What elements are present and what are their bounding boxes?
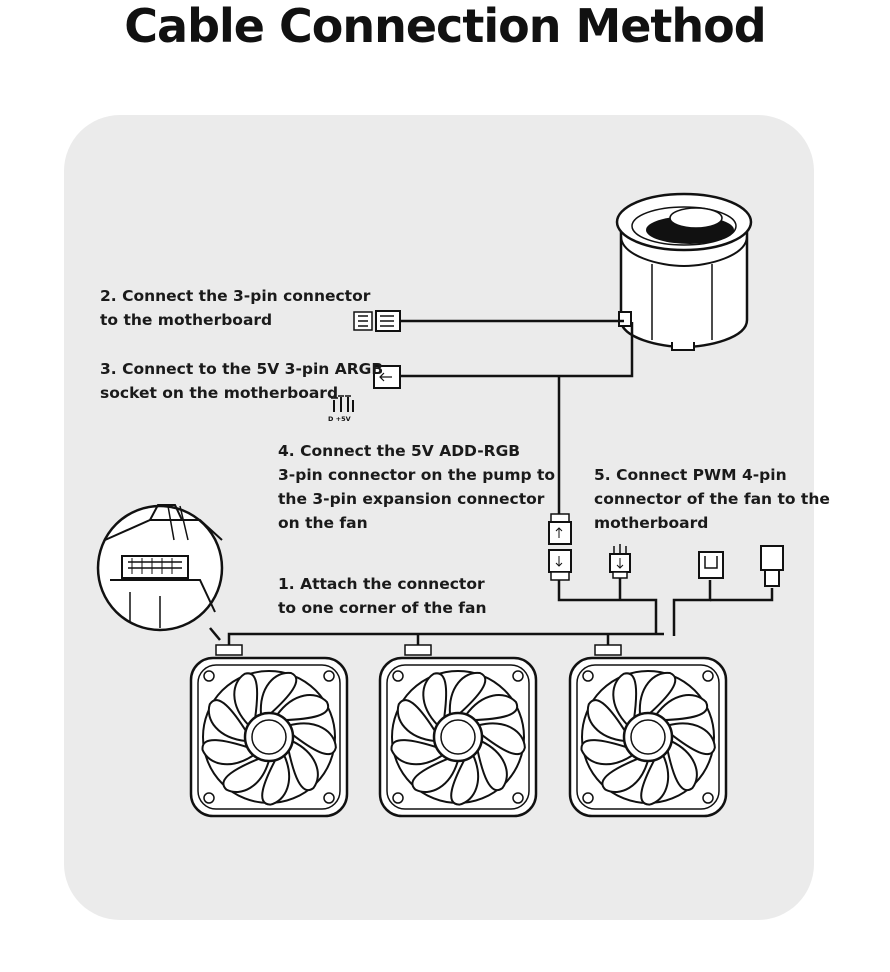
argb-connector-icon bbox=[331, 365, 401, 412]
connector-closeup-icon bbox=[96, 504, 224, 632]
fan-icon bbox=[570, 658, 726, 816]
pwm-connector-icon bbox=[698, 545, 784, 587]
step-2-label: 2. Connect the 3-pin connector to the mo… bbox=[100, 287, 371, 329]
page-title: Cable Connection Method bbox=[124, 0, 766, 53]
step-4-label: 4. Connect the 5V ADD-RGB 3-pin connecto… bbox=[278, 442, 556, 532]
fan-3-pin-connector-icon bbox=[609, 544, 631, 579]
add-rgb-connector-pair-icon bbox=[548, 513, 572, 581]
3-pin-connector-icon bbox=[353, 310, 401, 332]
step-3-label: 3. Connect to the 5V 3-pin ARGB socket o… bbox=[100, 360, 384, 402]
fan-connector-tabs bbox=[215, 644, 622, 656]
step-1-label: 1. Attach the connector to one corner of… bbox=[278, 575, 487, 617]
fan-icon bbox=[191, 658, 347, 816]
pin-label: D +5V bbox=[328, 415, 351, 423]
fan-icon bbox=[380, 658, 536, 816]
pump-head-icon bbox=[615, 192, 753, 351]
step-5-label: 5. Connect PWM 4-pin connector of the fa… bbox=[594, 466, 830, 532]
